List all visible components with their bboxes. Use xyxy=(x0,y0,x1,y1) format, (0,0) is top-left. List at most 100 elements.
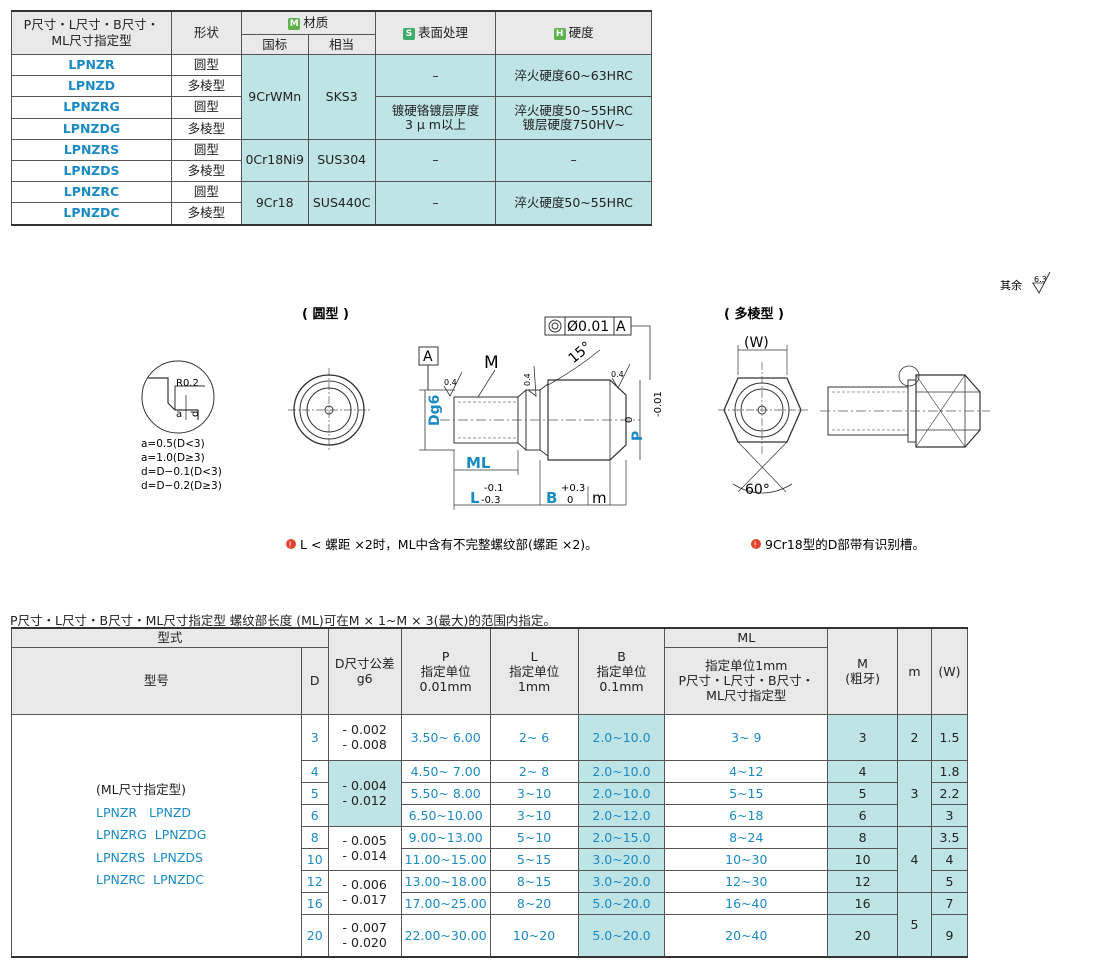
svg-text:A: A xyxy=(423,349,433,365)
svg-text:ML: ML xyxy=(466,454,491,472)
m-cell: 4 xyxy=(827,759,899,783)
m-small-cell: 4 xyxy=(897,825,932,893)
svg-text:0: 0 xyxy=(624,417,635,423)
svg-text:0.4: 0.4 xyxy=(523,373,532,386)
l-cell: 3~10 xyxy=(489,781,579,805)
header-type: 型式 xyxy=(11,627,329,648)
ml-cell: 16~40 xyxy=(664,891,829,915)
b-cell: 2.0~10.0 xyxy=(577,781,666,805)
round-title: ( 圆型 ) xyxy=(302,306,349,322)
svg-text:d: d xyxy=(190,411,201,417)
svg-text:a=0.5(D<3): a=0.5(D<3) xyxy=(141,438,205,450)
warning-icon xyxy=(286,539,296,549)
d-cell: 16 xyxy=(300,891,329,915)
shape-cell: 多棱型 xyxy=(170,117,242,140)
model-cell: LPNZRC xyxy=(11,181,172,204)
svg-text:M: M xyxy=(484,353,499,373)
d-cell: 3 xyxy=(300,713,329,761)
roughness-value: 6.3 xyxy=(1034,275,1047,284)
model-cell: LPNZRG xyxy=(11,96,172,119)
b-cell: 2.0~15.0 xyxy=(577,825,666,849)
svg-text:-0.3: -0.3 xyxy=(481,495,501,506)
tol-cell: - 0.004- 0.012 xyxy=(327,759,402,827)
svg-text:(W): (W) xyxy=(744,335,769,351)
svg-text:d=D−0.2(D≥3): d=D−0.2(D≥3) xyxy=(141,480,222,492)
d-cell: 6 xyxy=(300,803,329,827)
note-1: L < 螺距 ×2时，ML中含有不完整螺纹部(螺距 ×2)。 xyxy=(300,537,598,552)
shape-cell: 圆型 xyxy=(170,138,242,161)
model-cell: LPNZDC xyxy=(11,202,172,225)
p-cell: 9.00~13.00 xyxy=(400,825,491,849)
ml-cell: 3~ 9 xyxy=(664,713,829,761)
d-cell: 10 xyxy=(300,847,329,871)
national-cell: 0Cr18Ni9 xyxy=(240,138,309,183)
w-cell: 1.5 xyxy=(930,713,969,761)
equivalent-cell: SUS440C xyxy=(307,181,376,225)
svg-text:a: a xyxy=(176,409,182,420)
w-cell: 3.5 xyxy=(930,825,969,849)
w-cell: 3 xyxy=(930,803,969,827)
formula-list: a=0.5(D<3) a=1.0(D≥3) d=D−0.1(D<3) d=D−0… xyxy=(141,438,222,492)
d-cell: 8 xyxy=(300,825,329,849)
detail-view: R0.2 a d xyxy=(141,360,215,434)
b-cell: 3.0~20.0 xyxy=(577,847,666,871)
shape-cell: 多棱型 xyxy=(170,159,242,183)
m-cell: 8 xyxy=(827,825,899,849)
header-national: 国标 xyxy=(240,34,309,55)
l-cell: 10~20 xyxy=(489,913,579,958)
w-cell: 5 xyxy=(930,869,969,893)
w-cell: 2.2 xyxy=(930,781,969,805)
shape-cell: 多棱型 xyxy=(170,75,242,98)
svg-text:d=D−0.1(D<3): d=D−0.1(D<3) xyxy=(141,466,222,478)
ml-cell: 12~30 xyxy=(664,869,829,893)
l-cell: 5~10 xyxy=(489,825,579,849)
hardness-cell: 淬火硬度60~63HRC xyxy=(495,53,652,98)
b-cell: 2.0~10.0 xyxy=(577,759,666,783)
svg-text:A: A xyxy=(616,319,626,335)
shape-cell: 圆型 xyxy=(170,181,242,204)
l-cell: 5~15 xyxy=(489,847,579,871)
l-cell: 2~ 8 xyxy=(489,759,579,783)
ml-cell: 10~30 xyxy=(664,847,829,871)
svg-text:m: m xyxy=(592,489,607,507)
note-2: 9Cr18型的D部带有识别槽。 xyxy=(765,537,925,552)
w-cell: 1.8 xyxy=(930,759,969,783)
b-cell: 2.0~10.0 xyxy=(577,713,666,761)
header-ml: ML xyxy=(664,627,829,648)
d-cell: 5 xyxy=(300,781,329,805)
shape-cell: 圆型 xyxy=(170,53,242,77)
d-cell: 20 xyxy=(300,913,329,958)
svg-text:Ø0.01: Ø0.01 xyxy=(567,319,609,335)
poly-title: ( 多棱型 ) xyxy=(724,306,784,322)
m-small-cell: 3 xyxy=(897,759,932,827)
m-cell: 12 xyxy=(827,869,899,893)
model-cell: LPNZDS xyxy=(11,159,172,183)
m-cell: 6 xyxy=(827,803,899,827)
d-cell: 4 xyxy=(300,759,329,783)
spec-caption: P尺寸・L尺寸・B尺寸・ML尺寸指定型 螺纹部长度 (ML)可在M × 1~M … xyxy=(10,613,556,628)
surface-badge-icon: S xyxy=(402,27,415,40)
svg-text:0.4: 0.4 xyxy=(611,370,624,379)
model-cell: LPNZDG xyxy=(11,117,172,140)
w-cell: 7 xyxy=(930,891,969,915)
svg-text:L: L xyxy=(470,489,480,507)
tol-cell: - 0.006- 0.017 xyxy=(327,869,402,915)
l-cell: 8~15 xyxy=(489,869,579,893)
roughness-note: 其余 xyxy=(1000,278,1022,292)
surface-cell: – xyxy=(374,53,497,98)
b-cell: 5.0~20.0 xyxy=(577,891,666,915)
equivalent-cell: SKS3 xyxy=(307,54,376,140)
svg-text:Dg6: Dg6 xyxy=(427,395,443,426)
model-cell: LPNZD xyxy=(11,75,172,98)
svg-text:a=1.0(D≥3): a=1.0(D≥3) xyxy=(141,452,205,464)
hardness-badge-icon: H xyxy=(553,27,566,40)
svg-text:60°: 60° xyxy=(745,482,770,498)
round-end-view xyxy=(288,368,370,452)
svg-text:R0.2: R0.2 xyxy=(176,378,199,389)
